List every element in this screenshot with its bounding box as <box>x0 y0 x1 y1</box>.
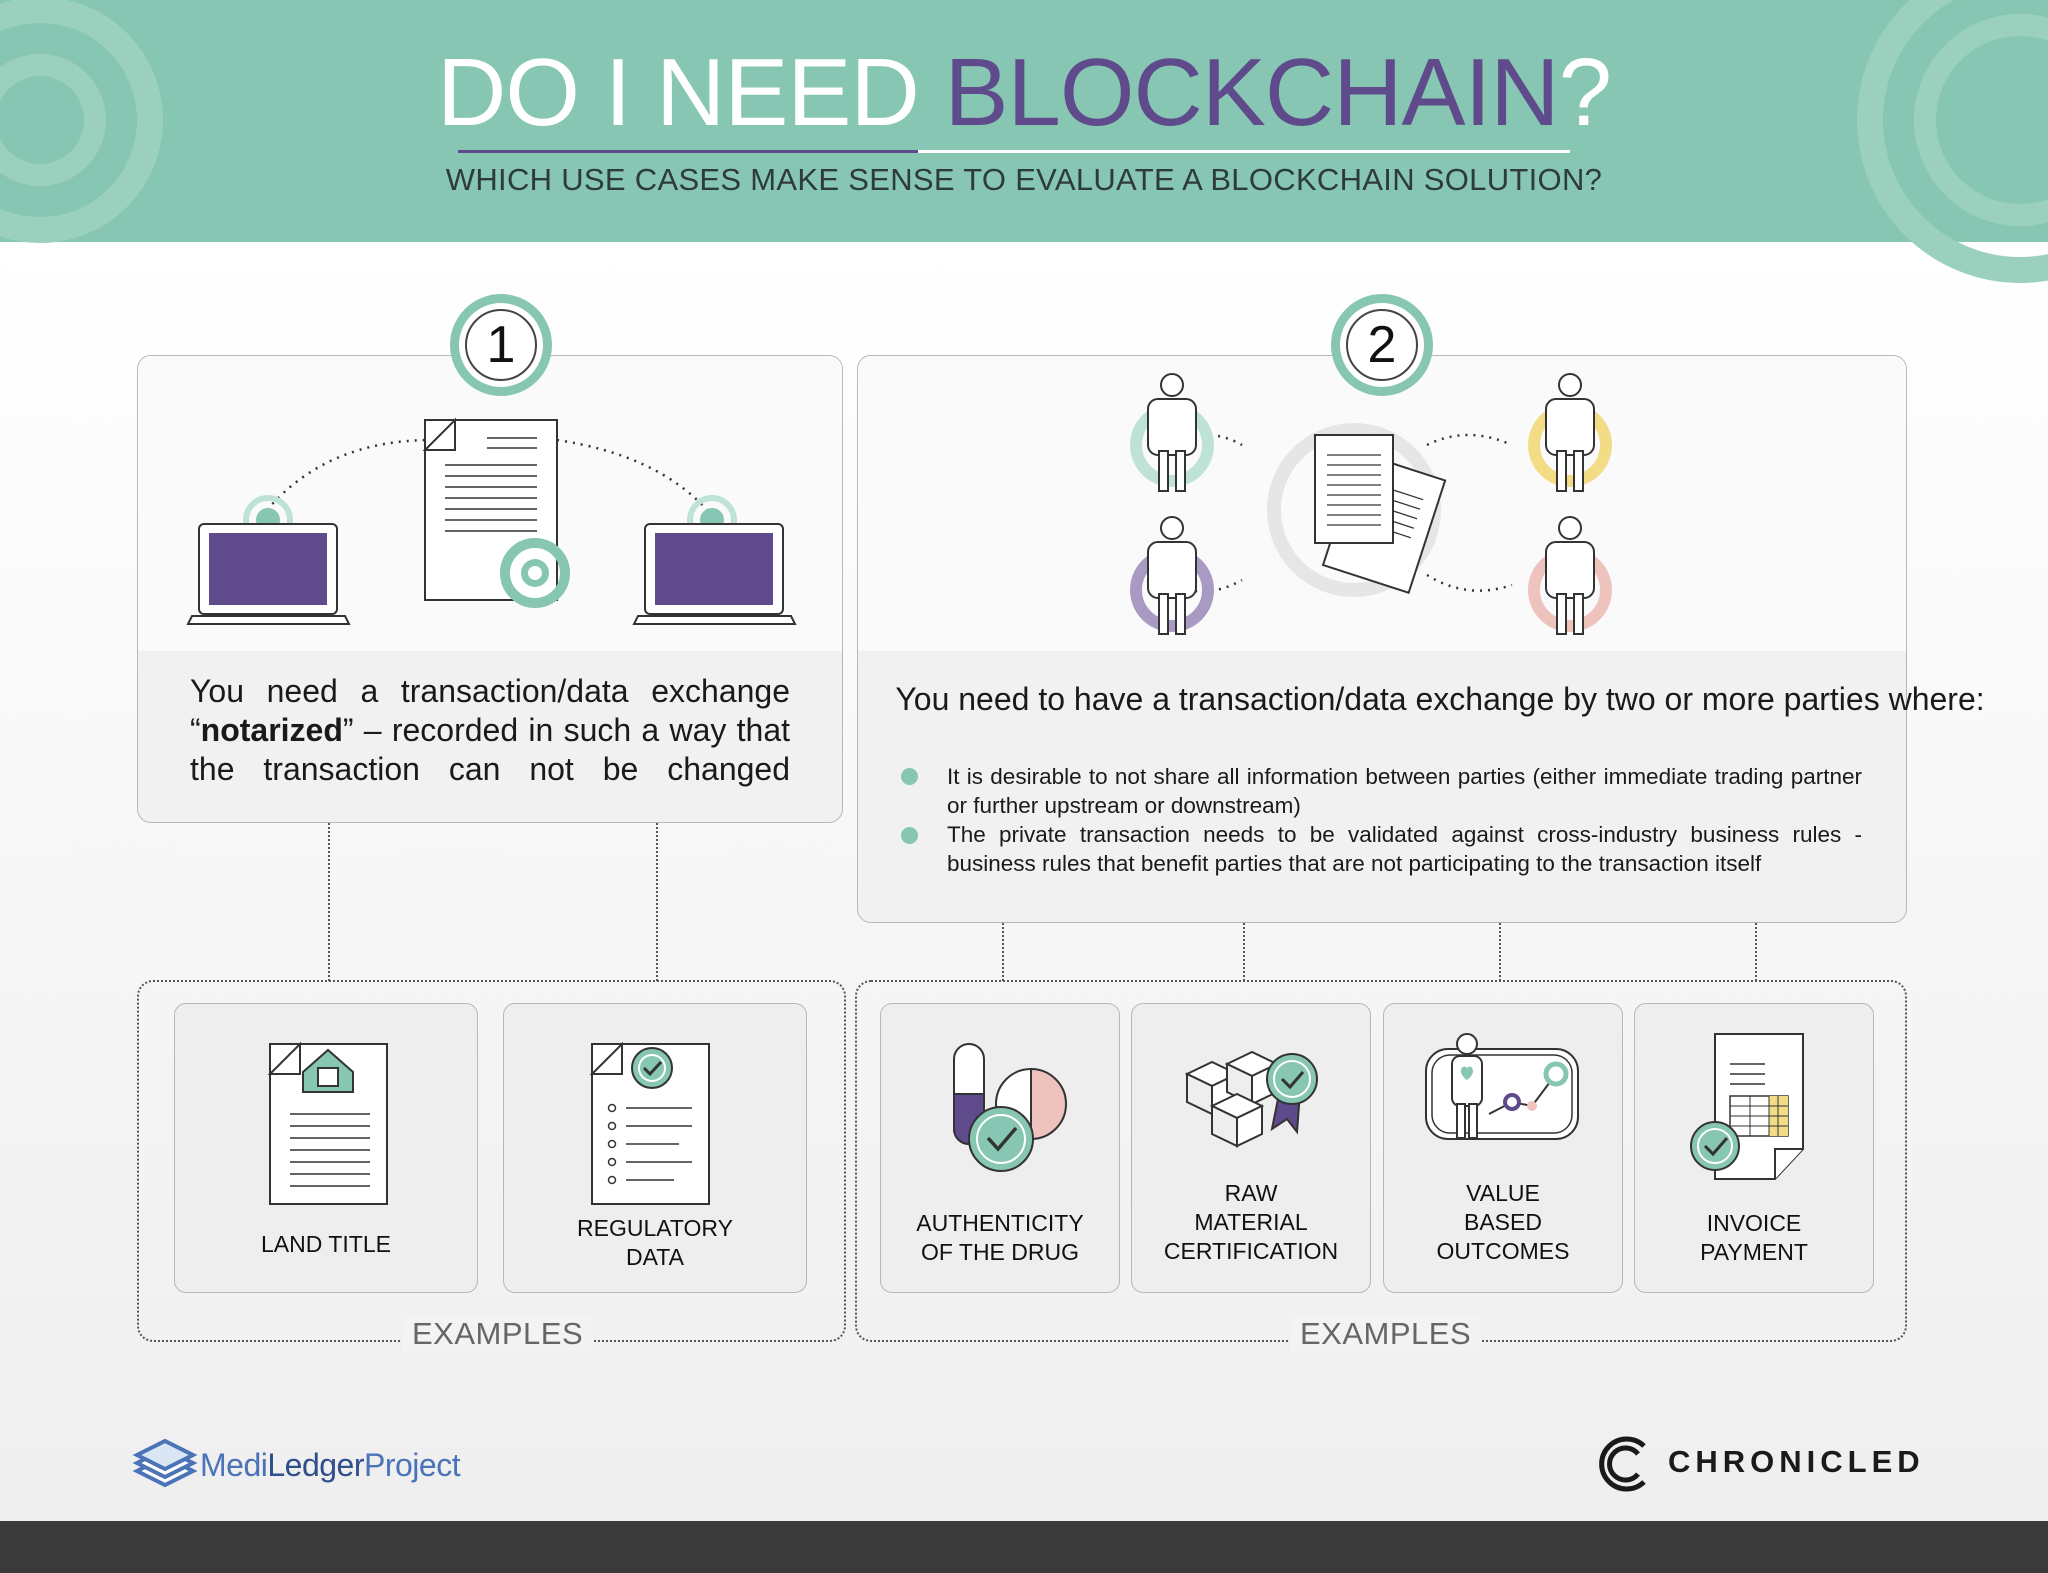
panel-1-text-a: You need a transaction/data exchange “ <box>190 673 790 748</box>
example-card-value-based: VALUE BASED OUTCOMES <box>1383 1003 1623 1293</box>
raw-material-certification-icon <box>1184 1050 1318 1148</box>
card-label: RAW MATERIAL CERTIFICATION <box>1132 1179 1370 1266</box>
bullet-dot-2 <box>901 827 918 844</box>
panel-2-bullet-1: It is desirable to not share all informa… <box>947 764 1862 818</box>
step-1-number: 1 <box>465 309 537 381</box>
header-banner: DO I NEED BLOCKCHAIN? WHICH USE CASES MA… <box>0 0 2048 283</box>
card-label-line: MATERIAL <box>1194 1209 1308 1235</box>
medi-ledger-logo-icon <box>132 1438 198 1488</box>
logo-project: Project <box>364 1447 461 1483</box>
example-card-raw-material: RAW MATERIAL CERTIFICATION <box>1131 1003 1371 1293</box>
header-deco-left-icon <box>0 0 163 243</box>
connector-line <box>328 823 330 981</box>
card-label-line: VALUE <box>1466 1180 1540 1206</box>
value-based-outcomes-icon <box>1425 1033 1579 1140</box>
land-title-icon <box>267 1041 388 1205</box>
title-part-1: DO I NEED <box>437 39 945 146</box>
notarize-illustration <box>186 417 797 625</box>
panel-1-text-bold: notarized <box>200 712 343 748</box>
card-label-line: BASED <box>1464 1209 1542 1235</box>
connector-line <box>1243 923 1245 981</box>
invoice-payment-icon <box>1690 1033 1804 1180</box>
panel-1-text: You need a transaction/data exchange “no… <box>190 672 790 789</box>
card-label-line: RAW <box>1224 1180 1278 1206</box>
connector-line <box>1499 923 1501 981</box>
logo-ledger: Ledger <box>267 1447 364 1483</box>
card-label: LAND TITLE <box>175 1230 477 1259</box>
card-label: INVOICE PAYMENT <box>1635 1209 1873 1267</box>
logo-medi: Medi <box>200 1447 268 1483</box>
card-label-line: PAYMENT <box>1700 1239 1808 1265</box>
card-label-line: CERTIFICATION <box>1163 1238 1339 1264</box>
parties-illustration <box>1130 373 1612 635</box>
chronicled-logo-icon <box>1599 1436 1646 1492</box>
card-label-line: DATA <box>626 1244 684 1270</box>
medi-ledger-logo-text: MediLedgerProject <box>200 1447 461 1484</box>
example-card-invoice: INVOICE PAYMENT <box>1634 1003 1874 1293</box>
examples-label-right: EXAMPLES <box>1290 1316 1482 1352</box>
party-lilac-icon <box>1130 516 1214 635</box>
step-2-number: 2 <box>1346 309 1418 381</box>
connector-line <box>1002 923 1004 981</box>
card-label-line: AUTHENTICITY <box>916 1210 1084 1236</box>
drug-pills-icon <box>953 1043 1067 1172</box>
card-label: VALUE BASED OUTCOMES <box>1384 1179 1622 1266</box>
example-card-regulatory-data: REGULATORY DATA <box>503 1003 807 1293</box>
example-card-land-title: LAND TITLE <box>174 1003 478 1293</box>
step-1-badge: 1 <box>450 294 552 396</box>
connector-line <box>1755 923 1757 981</box>
panel-2-bullet-2: The private transaction needs to be vali… <box>947 822 1862 876</box>
example-card-authenticity: AUTHENTICITY OF THE DRUG <box>880 1003 1120 1293</box>
card-label-line: INVOICE <box>1706 1210 1802 1236</box>
bullet-dot-1 <box>901 768 918 785</box>
party-green-icon <box>1130 373 1214 492</box>
connector-line <box>656 823 658 981</box>
step-2-badge: 2 <box>1331 294 1433 396</box>
regulatory-data-icon <box>589 1041 710 1205</box>
panel-2-heading: You need to have a transaction/data exch… <box>895 681 1985 717</box>
party-pink-icon <box>1528 516 1612 635</box>
panel-1-text-b: ” – recorded in such a way that the tran… <box>190 712 790 787</box>
page-subtitle: WHICH USE CASES MAKE SENSE TO EVALUATE A… <box>445 162 1603 197</box>
page-title: DO I NEED BLOCKCHAIN? <box>0 38 2048 148</box>
title-rule-white <box>918 150 1570 153</box>
chronicled-logo-text: CHRONICLED <box>1668 1444 1925 1479</box>
party-yellow-icon <box>1528 373 1612 492</box>
footer-bar <box>0 1521 2048 1573</box>
card-label-line: REGULATORY <box>577 1215 733 1241</box>
title-part-2: BLOCKCHAIN <box>944 39 1559 146</box>
card-label-line: OF THE DRUG <box>920 1239 1080 1265</box>
examples-label-left: EXAMPLES <box>402 1316 594 1352</box>
title-part-3: ? <box>1558 39 1612 146</box>
card-label-line: LAND TITLE <box>261 1231 391 1257</box>
card-label-line: OUTCOMES <box>1436 1238 1570 1264</box>
header-deco-right-icon <box>1857 0 2048 283</box>
card-label: REGULATORY DATA <box>504 1214 806 1272</box>
card-label: AUTHENTICITY OF THE DRUG <box>881 1209 1119 1267</box>
title-rule-purple <box>458 150 918 153</box>
